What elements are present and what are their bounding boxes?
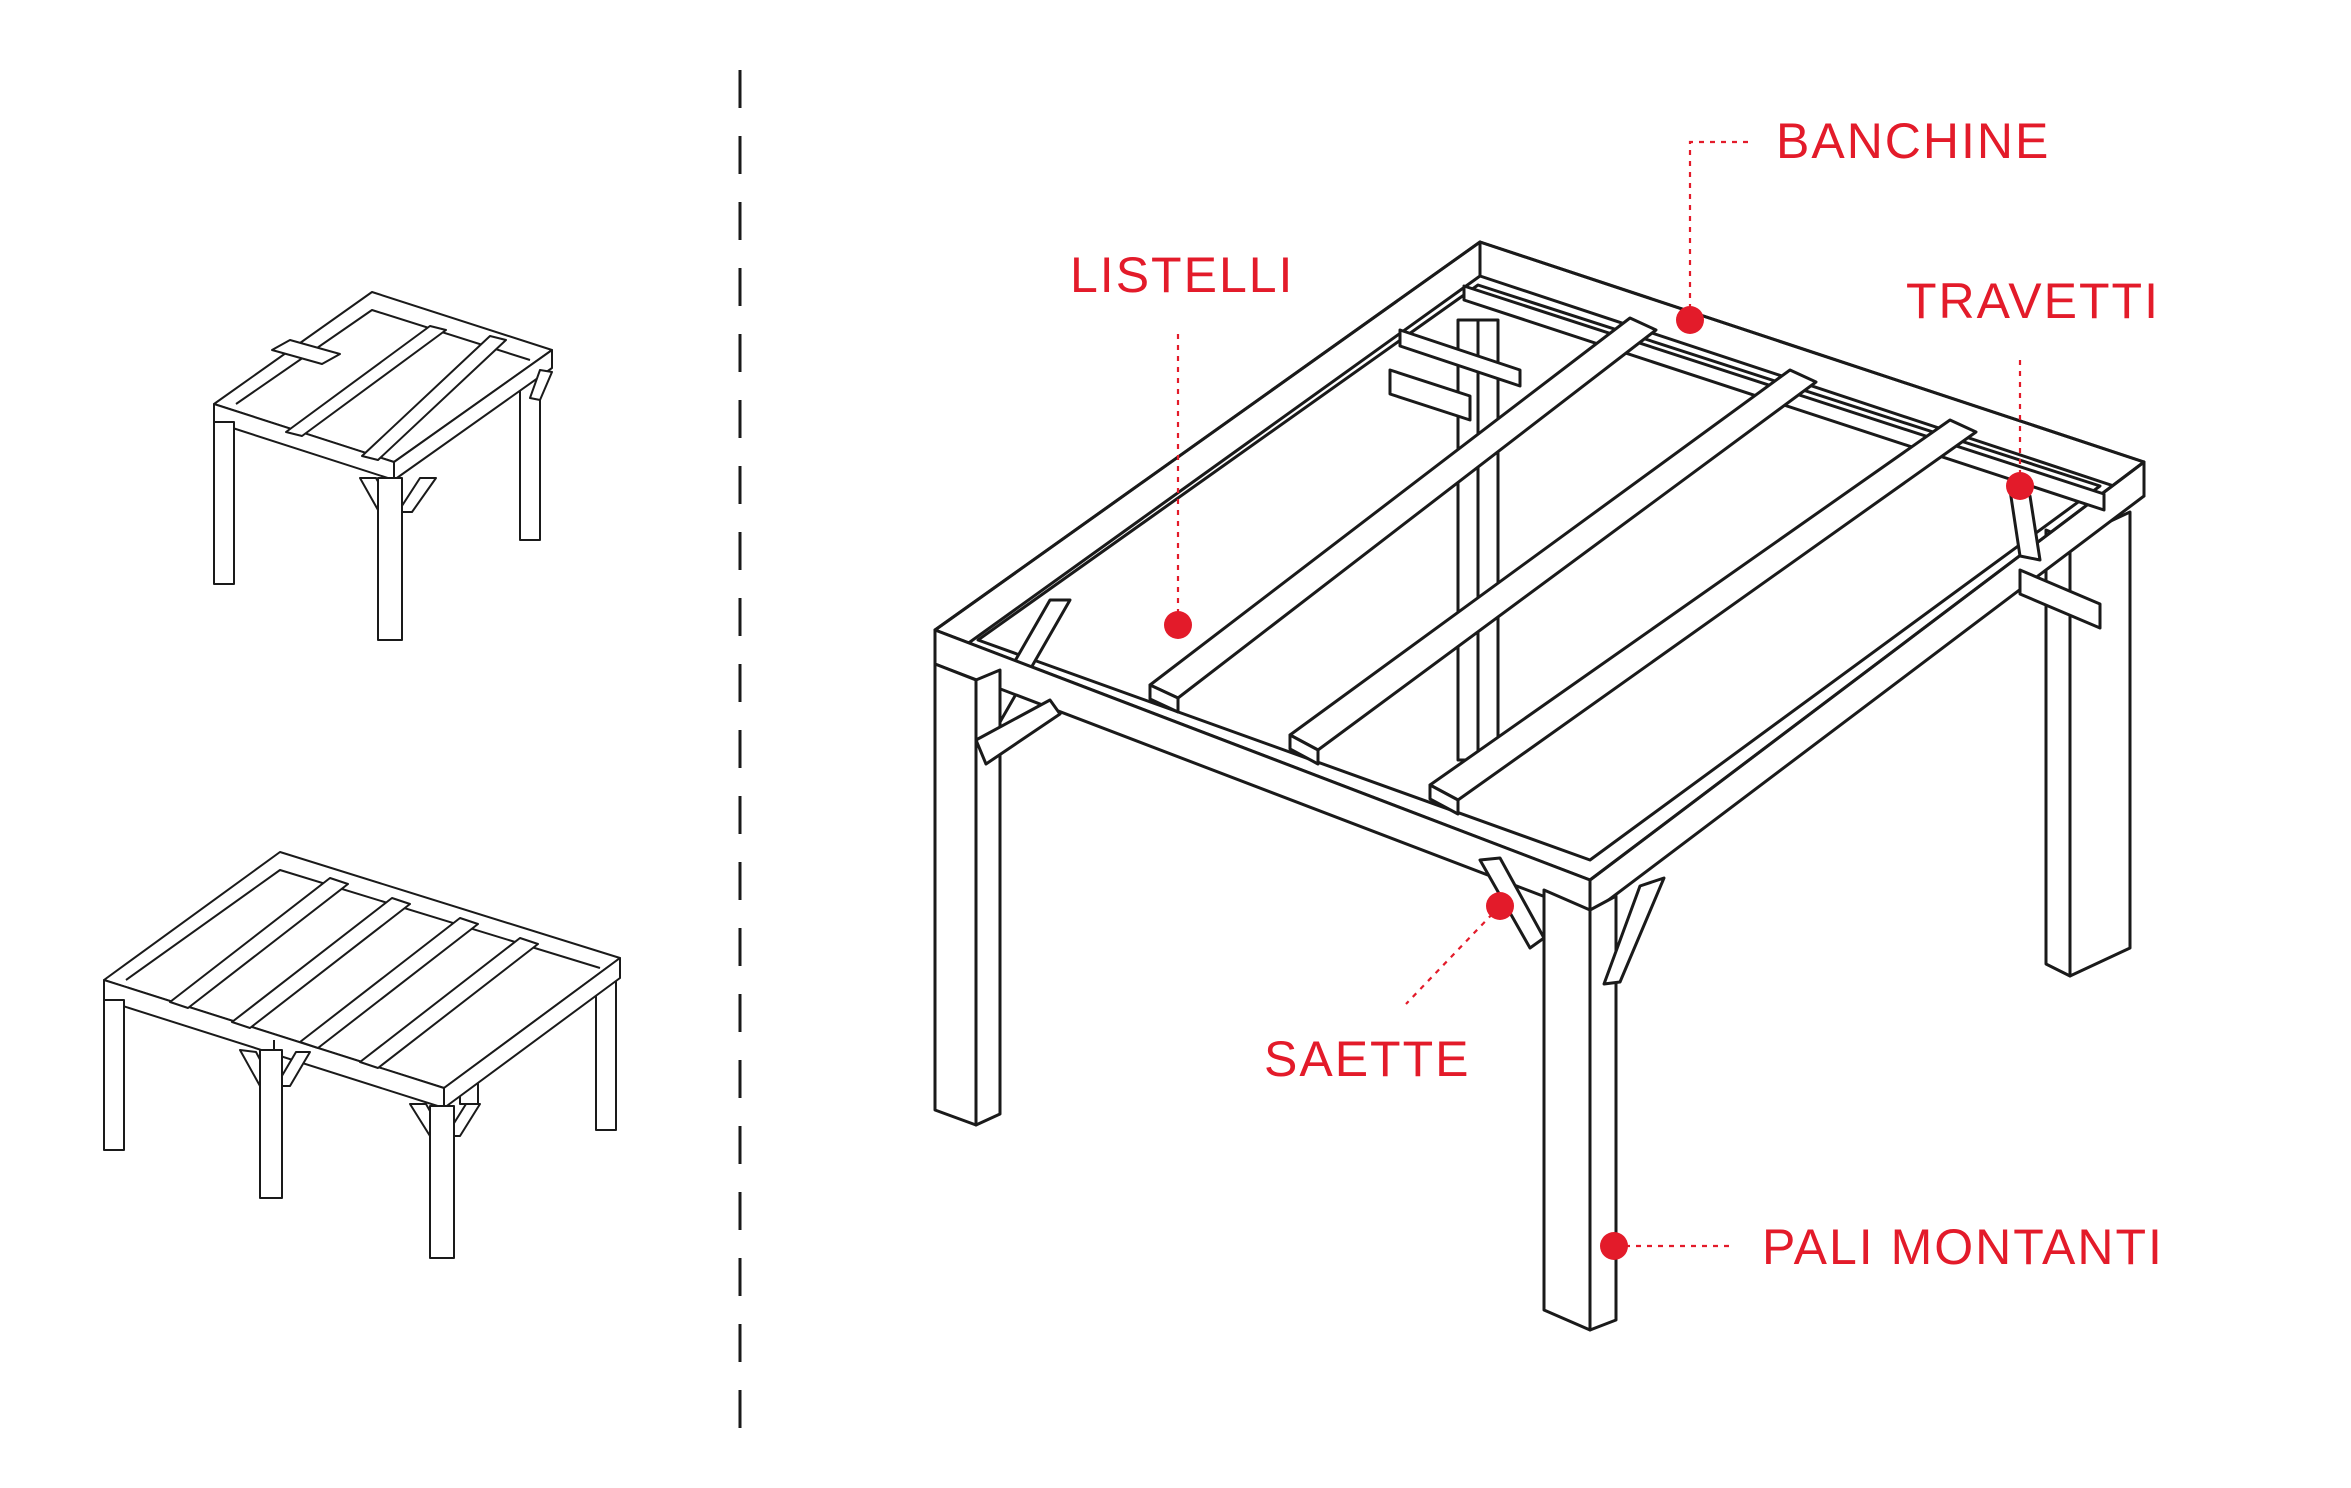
slat-2 bbox=[1288, 368, 1818, 752]
callout-saette: SAETTE bbox=[1264, 892, 1514, 1087]
label-banchine: BANCHINE bbox=[1776, 113, 2050, 169]
post-front-right bbox=[1542, 888, 1592, 1332]
callout-travetti: TRAVETTI bbox=[1906, 273, 2160, 500]
pergola-main bbox=[933, 240, 2146, 1332]
callout-dot-banchine bbox=[1676, 306, 1704, 334]
label-listelli: LISTELLI bbox=[1070, 247, 1294, 303]
callout-dot-saette bbox=[1486, 892, 1514, 920]
brace-front-2 bbox=[1602, 876, 1666, 986]
post-back-right bbox=[2068, 510, 2132, 978]
callout-dot-listelli bbox=[1164, 611, 1192, 639]
label-travetti: TRAVETTI bbox=[1906, 273, 2160, 329]
label-pali-montanti: PALI MONTANTI bbox=[1762, 1219, 2164, 1275]
brace-front-left bbox=[974, 698, 1062, 766]
beam-left bbox=[933, 240, 1482, 654]
pergola-double-module bbox=[103, 851, 621, 1259]
label-saette: SAETTE bbox=[1264, 1031, 1470, 1087]
callout-listelli: LISTELLI bbox=[1070, 247, 1294, 639]
pergola-single-module bbox=[213, 291, 553, 641]
callout-dot-pali-montanti bbox=[1600, 1232, 1628, 1260]
joist-left bbox=[1398, 328, 1522, 388]
brace-bar-left bbox=[1388, 368, 1472, 422]
post-front-left bbox=[933, 662, 978, 1127]
callout-pali-montanti: PALI MONTANTI bbox=[1600, 1219, 2164, 1275]
callout-banchine: BANCHINE bbox=[1676, 113, 2050, 334]
slat-3 bbox=[1428, 418, 1978, 802]
callout-dot-travetti bbox=[2006, 472, 2034, 500]
